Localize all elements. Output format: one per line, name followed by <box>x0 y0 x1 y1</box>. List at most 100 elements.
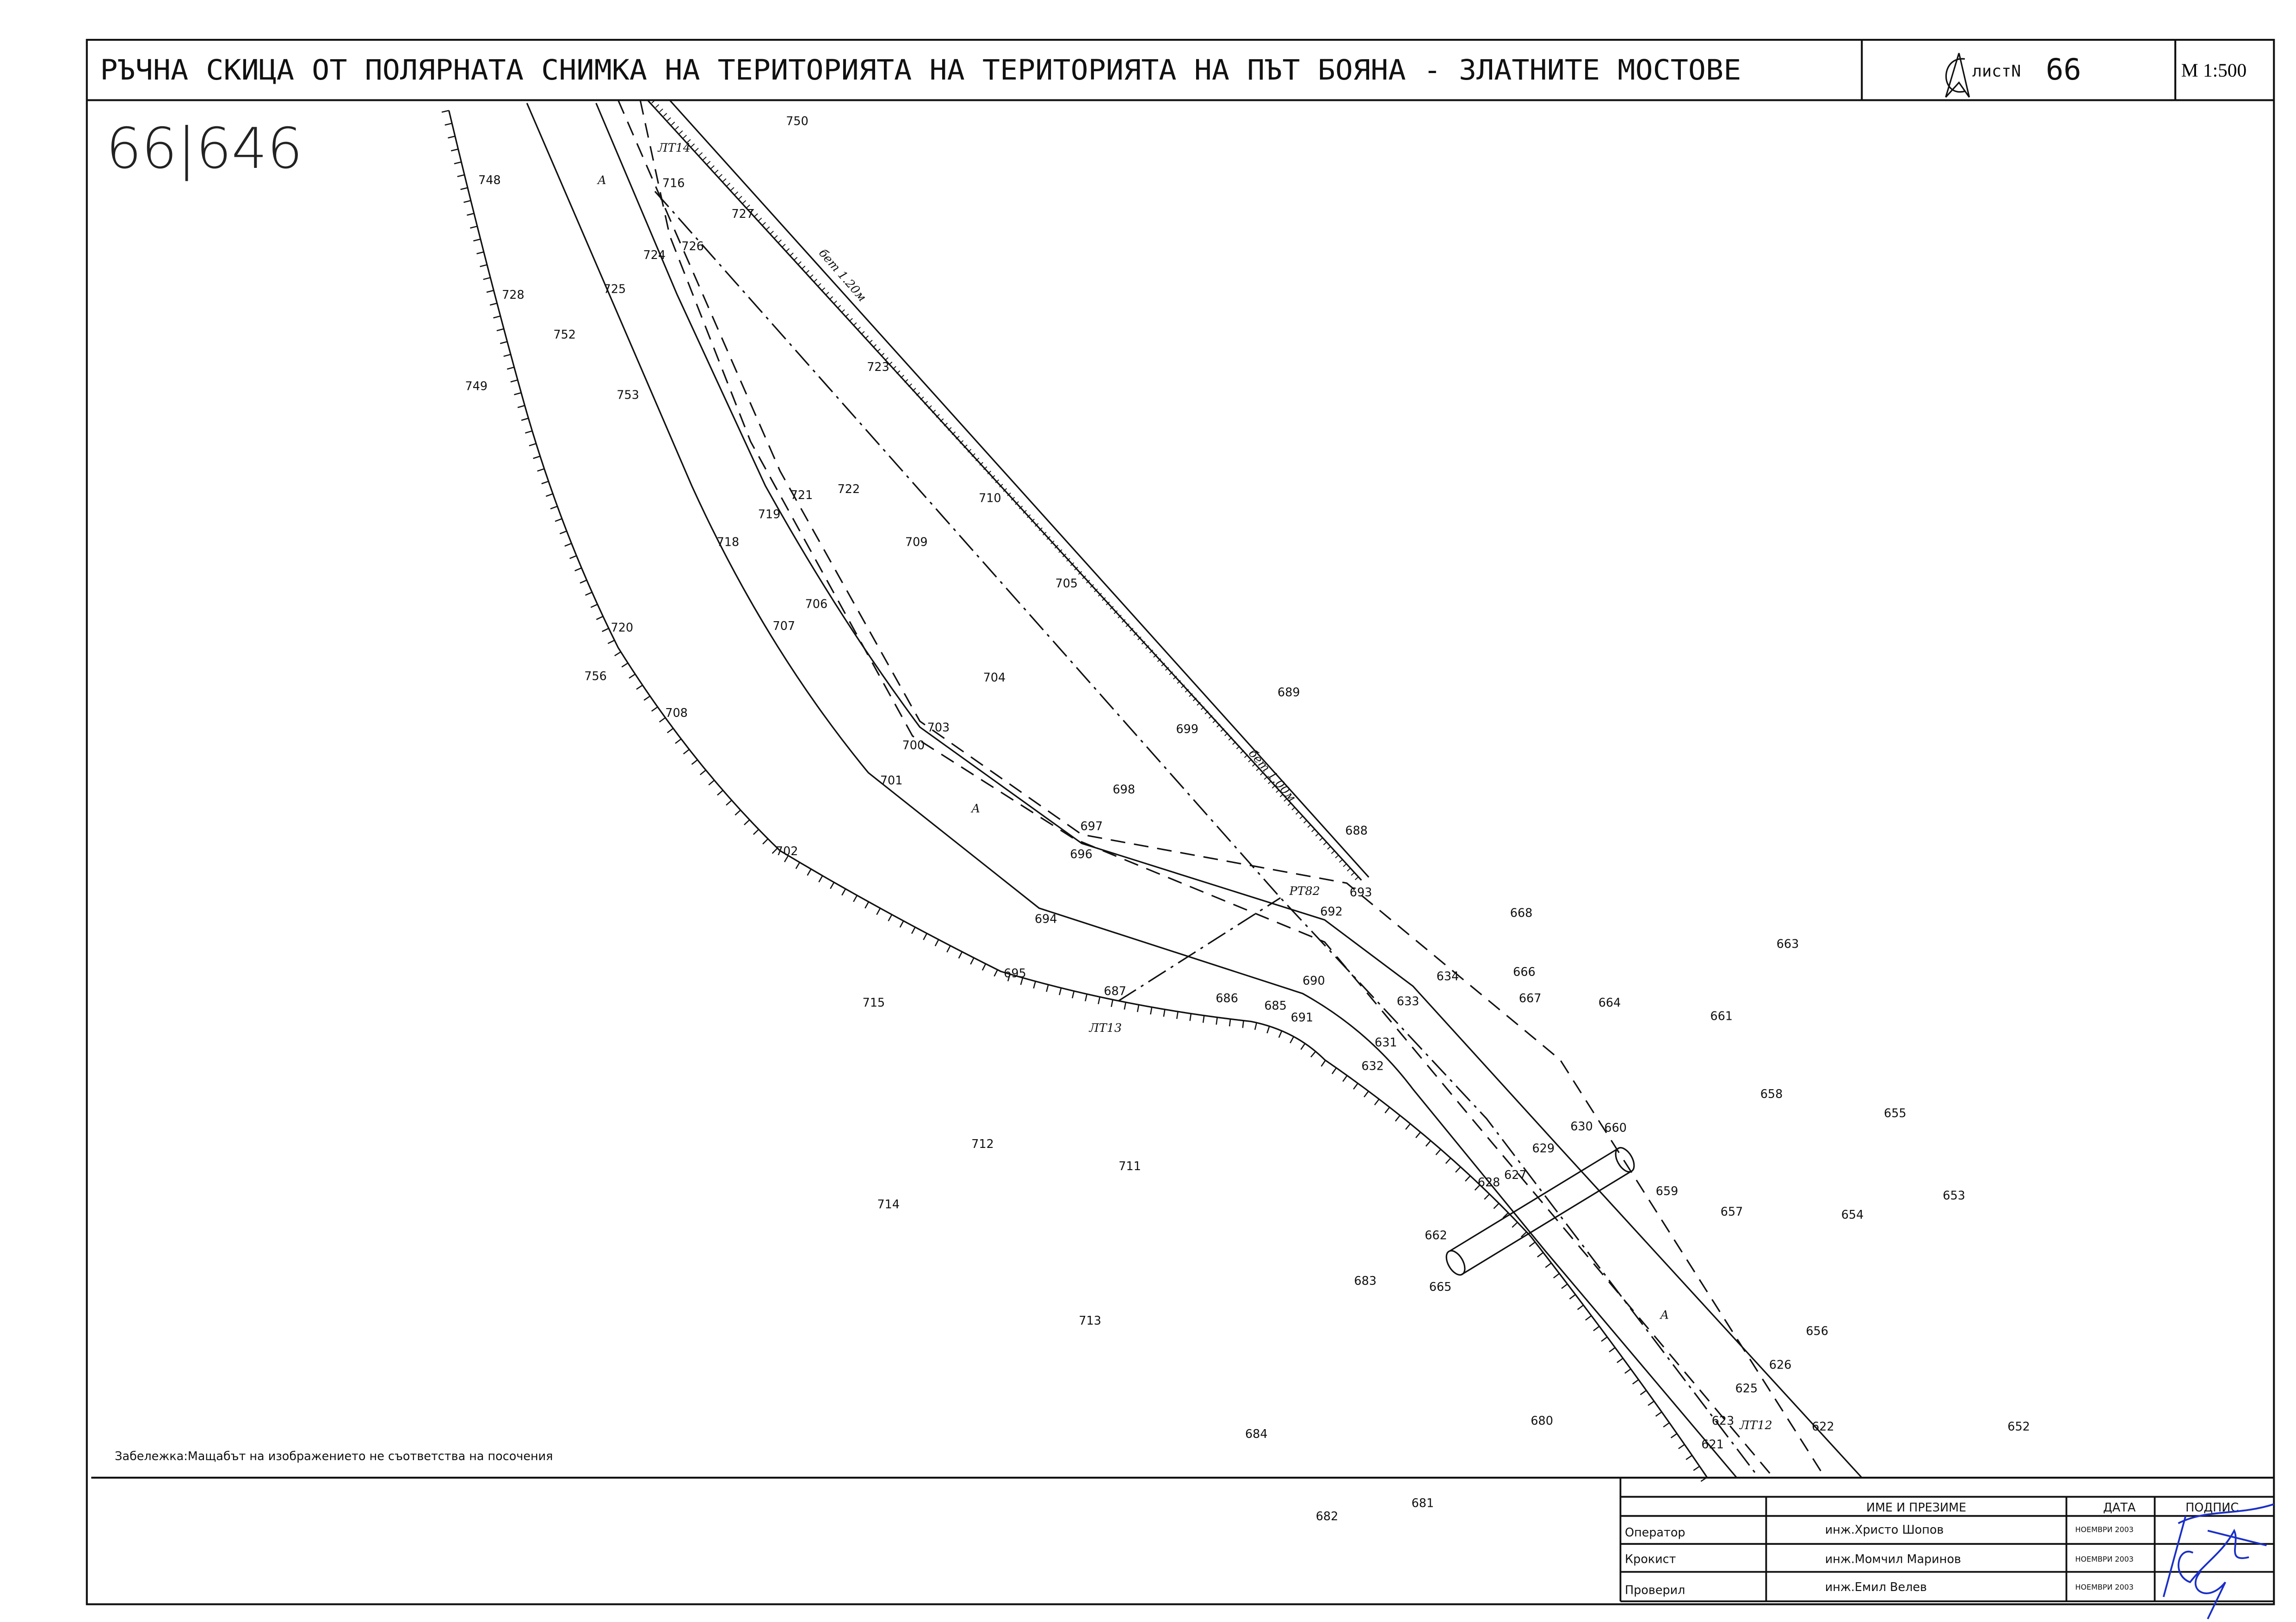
survey-point-label: 633 <box>1397 995 1420 1009</box>
hatch-tick <box>1455 1166 1461 1173</box>
hatch-tick <box>825 291 829 296</box>
hatch-tick <box>1102 597 1106 601</box>
hatch-tick <box>1311 828 1315 833</box>
hatch-tick <box>1266 1026 1270 1034</box>
hatch-tick <box>900 375 904 379</box>
hatch-tick <box>876 908 881 915</box>
survey-point-label: 683 <box>1354 1274 1376 1288</box>
hatch-tick <box>784 855 789 863</box>
hatch-tick <box>621 662 629 668</box>
edge-hatching <box>651 99 1359 880</box>
hatch-tick <box>1395 1115 1401 1122</box>
hatch-tick <box>936 414 940 418</box>
survey-point-label: 690 <box>1302 974 1325 988</box>
survey-point-label: 696 <box>1070 847 1092 861</box>
hatch-tick <box>1204 710 1209 715</box>
survey-point-label: 664 <box>1599 996 1621 1010</box>
survey-point-label: 681 <box>1412 1497 1434 1511</box>
hatch-tick <box>744 819 750 826</box>
survey-point-label: 680 <box>1531 1414 1553 1428</box>
hatch-tick <box>876 348 881 352</box>
survey-point-label: 621 <box>1701 1437 1724 1451</box>
hatch-tick <box>911 927 916 934</box>
hatch-tick <box>1300 1043 1306 1050</box>
hatch-tick <box>1026 514 1031 518</box>
survey-point-label: 667 <box>1519 992 1542 1005</box>
hatch-tick <box>1685 1455 1693 1460</box>
hatch-tick <box>959 440 964 444</box>
hatch-tick <box>734 809 741 816</box>
hatch-tick <box>1129 628 1134 632</box>
hatch-tick <box>1038 527 1043 531</box>
survey-point-label: 623 <box>1712 1414 1734 1428</box>
hatch-tick <box>1082 575 1086 580</box>
hatch-tick <box>1435 1149 1441 1155</box>
hatch-tick <box>1279 793 1284 797</box>
hatch-tick <box>1165 667 1169 671</box>
hatch-tick <box>699 770 706 776</box>
hatch-tick <box>1189 693 1193 697</box>
hatch-tick <box>1315 833 1320 837</box>
hatch-tick <box>813 278 817 283</box>
hatch-tick <box>1331 1067 1337 1074</box>
hatch-tick <box>457 174 465 178</box>
hatch-tick <box>1310 1051 1316 1058</box>
hatch-tick <box>1593 1326 1600 1332</box>
survey-point-label: 653 <box>1943 1189 1965 1203</box>
hatch-tick <box>1007 974 1011 981</box>
hatch-tick <box>1343 863 1347 867</box>
hatch-tick <box>541 481 549 485</box>
survey-point-label: 654 <box>1841 1208 1864 1222</box>
hatch-tick <box>1529 1241 1536 1247</box>
hatch-tick <box>1074 567 1078 571</box>
hatch-tick <box>904 379 908 383</box>
hatched-bank-line <box>448 110 1708 1478</box>
hatch-tick <box>963 444 968 448</box>
hatch-tick <box>1209 715 1213 719</box>
hatch-tick <box>1355 876 1359 880</box>
row-role: Проверил <box>1625 1583 1685 1597</box>
hatch-tick <box>1066 558 1070 562</box>
hatch-tick <box>920 396 924 401</box>
survey-point-label: 689 <box>1278 685 1300 699</box>
hatch-tick <box>715 169 719 173</box>
hatch-tick <box>880 353 885 357</box>
hatch-tick <box>1123 1002 1127 1010</box>
survey-point-label: 748 <box>478 173 501 187</box>
hatch-tick <box>924 401 928 405</box>
hatch-tick <box>695 148 699 152</box>
hatch-tick <box>830 882 835 889</box>
hatch-tick <box>1161 662 1165 666</box>
hatch-tick <box>1693 1466 1700 1471</box>
hatch-tick <box>1585 1315 1592 1321</box>
hatch-tick <box>1670 1433 1678 1438</box>
hatch-tick <box>460 187 468 190</box>
hatch-tick <box>675 126 679 130</box>
survey-point-label: 655 <box>1884 1106 1907 1120</box>
survey-point-label: PT82 <box>1289 884 1320 898</box>
hatch-tick <box>753 829 759 835</box>
hatch-tick <box>718 174 722 178</box>
hatch-tick <box>1192 697 1197 702</box>
hatch-tick <box>967 449 972 453</box>
survey-point-label: 726 <box>681 240 704 253</box>
survey-point-label: 656 <box>1806 1324 1828 1338</box>
hatch-tick <box>473 238 481 242</box>
survey-point-label: 694 <box>1035 912 1057 926</box>
row-date: НОЕМВРИ 2003 <box>2075 1554 2134 1563</box>
hatch-tick <box>726 183 730 186</box>
hatch-tick <box>533 456 541 459</box>
hatch-tick <box>506 366 514 370</box>
hatch-tick <box>596 616 604 620</box>
hatch-tick <box>1321 1060 1326 1067</box>
hatch-tick <box>441 110 449 113</box>
survey-point-label: 716 <box>662 176 685 190</box>
hatch-tick <box>999 484 1003 487</box>
dashed-line <box>617 99 1826 1478</box>
hatch-tick <box>486 290 494 293</box>
hatch-tick <box>1228 737 1233 741</box>
hatch-tick <box>1043 531 1047 536</box>
survey-point-label: 663 <box>1777 937 1799 951</box>
hatch-tick <box>1050 540 1055 544</box>
hatch-tick <box>1609 1347 1616 1353</box>
